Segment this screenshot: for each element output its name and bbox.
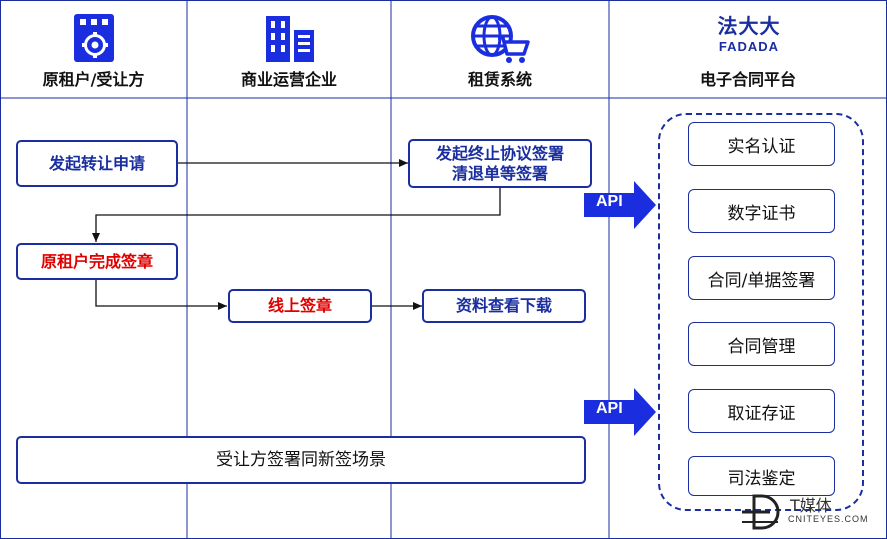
- service-contract-management-label: 合同管理: [727, 336, 796, 357]
- service-evidence-storage-label: 取证存证: [727, 403, 796, 424]
- assignee-scenario-label: 受让方签署同新签场景: [216, 450, 386, 470]
- column-header-operator: 商业运营企业: [240, 70, 337, 89]
- column-header-tenant: 原租户/受让方: [42, 70, 145, 89]
- service-contract-signing: 合同/单据签署: [688, 256, 835, 300]
- termination-sign-box: 发起终止协议签署 清退单等签署: [408, 139, 592, 188]
- arrow-termination-to-original-tenant: [92, 188, 501, 242]
- fadada-logo: 法大大 FADADA: [709, 14, 789, 56]
- api-label-top: API: [596, 193, 623, 210]
- original-tenant-sign-box: 原租户完成签章: [16, 243, 178, 280]
- platform-services-group: [658, 113, 864, 511]
- watermark-en: CNITEYES.COM: [788, 514, 869, 524]
- watermark-cn: T媒体: [790, 496, 832, 515]
- arrow-original-tenant-to-seal: [95, 280, 227, 310]
- api-arrow-top: [584, 181, 656, 229]
- termination-sign-line2: 清退单等签署: [451, 163, 548, 183]
- service-digital-certificate: 数字证书: [688, 189, 835, 233]
- watermark: T媒体 CNITEYES.COM: [740, 492, 884, 536]
- service-judicial-appraisal-label: 司法鉴定: [727, 468, 796, 489]
- doc-view-download-label: 资料查看下载: [455, 296, 552, 315]
- column-header-econtract-platform: 电子合同平台: [699, 70, 796, 89]
- globe-cart-icon: [471, 15, 530, 63]
- online-seal-box: 线上签章: [228, 289, 372, 323]
- original-tenant-sign-label: 原租户完成签章: [40, 251, 153, 271]
- service-contract-management: 合同管理: [688, 322, 835, 366]
- api-arrow-bottom: [584, 388, 656, 436]
- assignee-scenario-box: 受让方签署同新签场景: [16, 436, 586, 484]
- service-real-name-auth: 实名认证: [688, 122, 835, 166]
- fadada-logo-cn: 法大大: [717, 14, 781, 38]
- watermark-logo-icon: [742, 494, 780, 530]
- fadada-logo-en: FADADA: [718, 39, 780, 54]
- initiate-transfer-label: 发起转让申请: [48, 153, 145, 173]
- service-digital-certificate-label: 数字证书: [727, 203, 796, 224]
- initiate-transfer-box: 发起转让申请: [16, 140, 178, 187]
- office-building-gear-icon: [74, 14, 114, 62]
- buildings-icon: [266, 16, 314, 62]
- api-label-bottom: API: [596, 400, 623, 417]
- service-real-name-auth-label: 实名认证: [727, 136, 796, 157]
- column-header-leasing-system: 租赁系统: [467, 70, 532, 89]
- service-judicial-appraisal: 司法鉴定: [688, 456, 835, 496]
- termination-sign-line1: 发起终止协议签署: [435, 143, 564, 163]
- service-evidence-storage: 取证存证: [688, 389, 835, 433]
- doc-view-download-box: 资料查看下载: [422, 289, 586, 323]
- online-seal-label: 线上签章: [267, 296, 332, 315]
- service-contract-signing-label: 合同/单据签署: [707, 270, 816, 291]
